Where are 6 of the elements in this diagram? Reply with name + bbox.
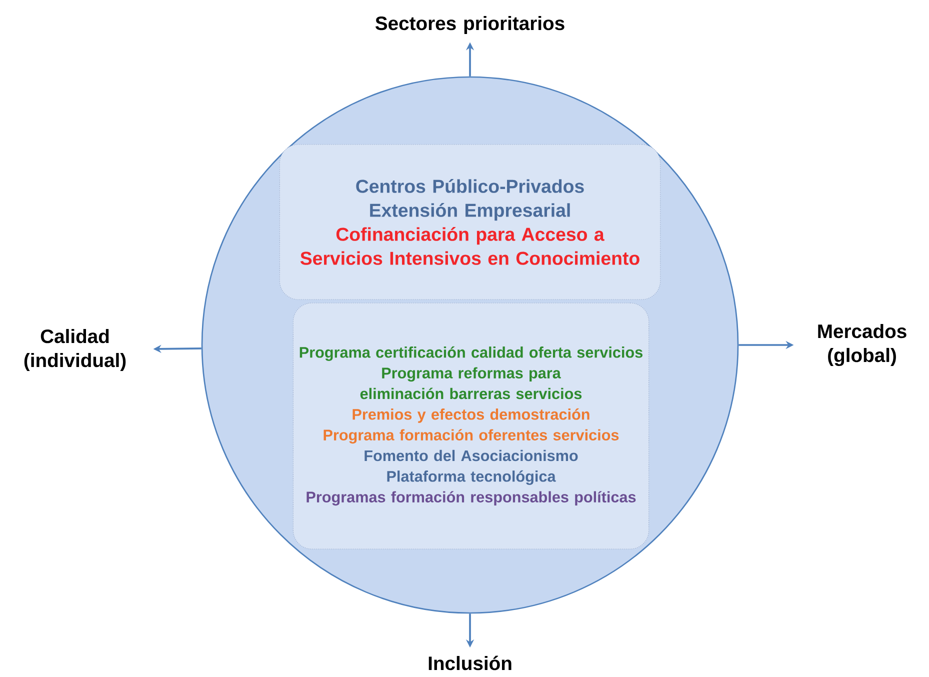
axis-label: Sectores prioritarios [375, 16, 564, 34]
program-box: Centros Público-Privados Extensión Empresarial Cofinanciación para Acceso a Servicios Intensivos en Conocimiento [279, 144, 661, 300]
axis-label: Mercados (global) [818, 324, 906, 366]
axis-label: Inclusión [428, 656, 512, 670]
program-box: Programa certificación calidad oferta servicios Programa reformas para eliminación barreras servicios Premios y efectos demostración Programa formación oferentes servicios Fomento del Asociacionismo Plataforma tecnológica Programas formación responsables políticas [292, 302, 650, 550]
axis-label: Calidad (individual) [24, 328, 126, 371]
